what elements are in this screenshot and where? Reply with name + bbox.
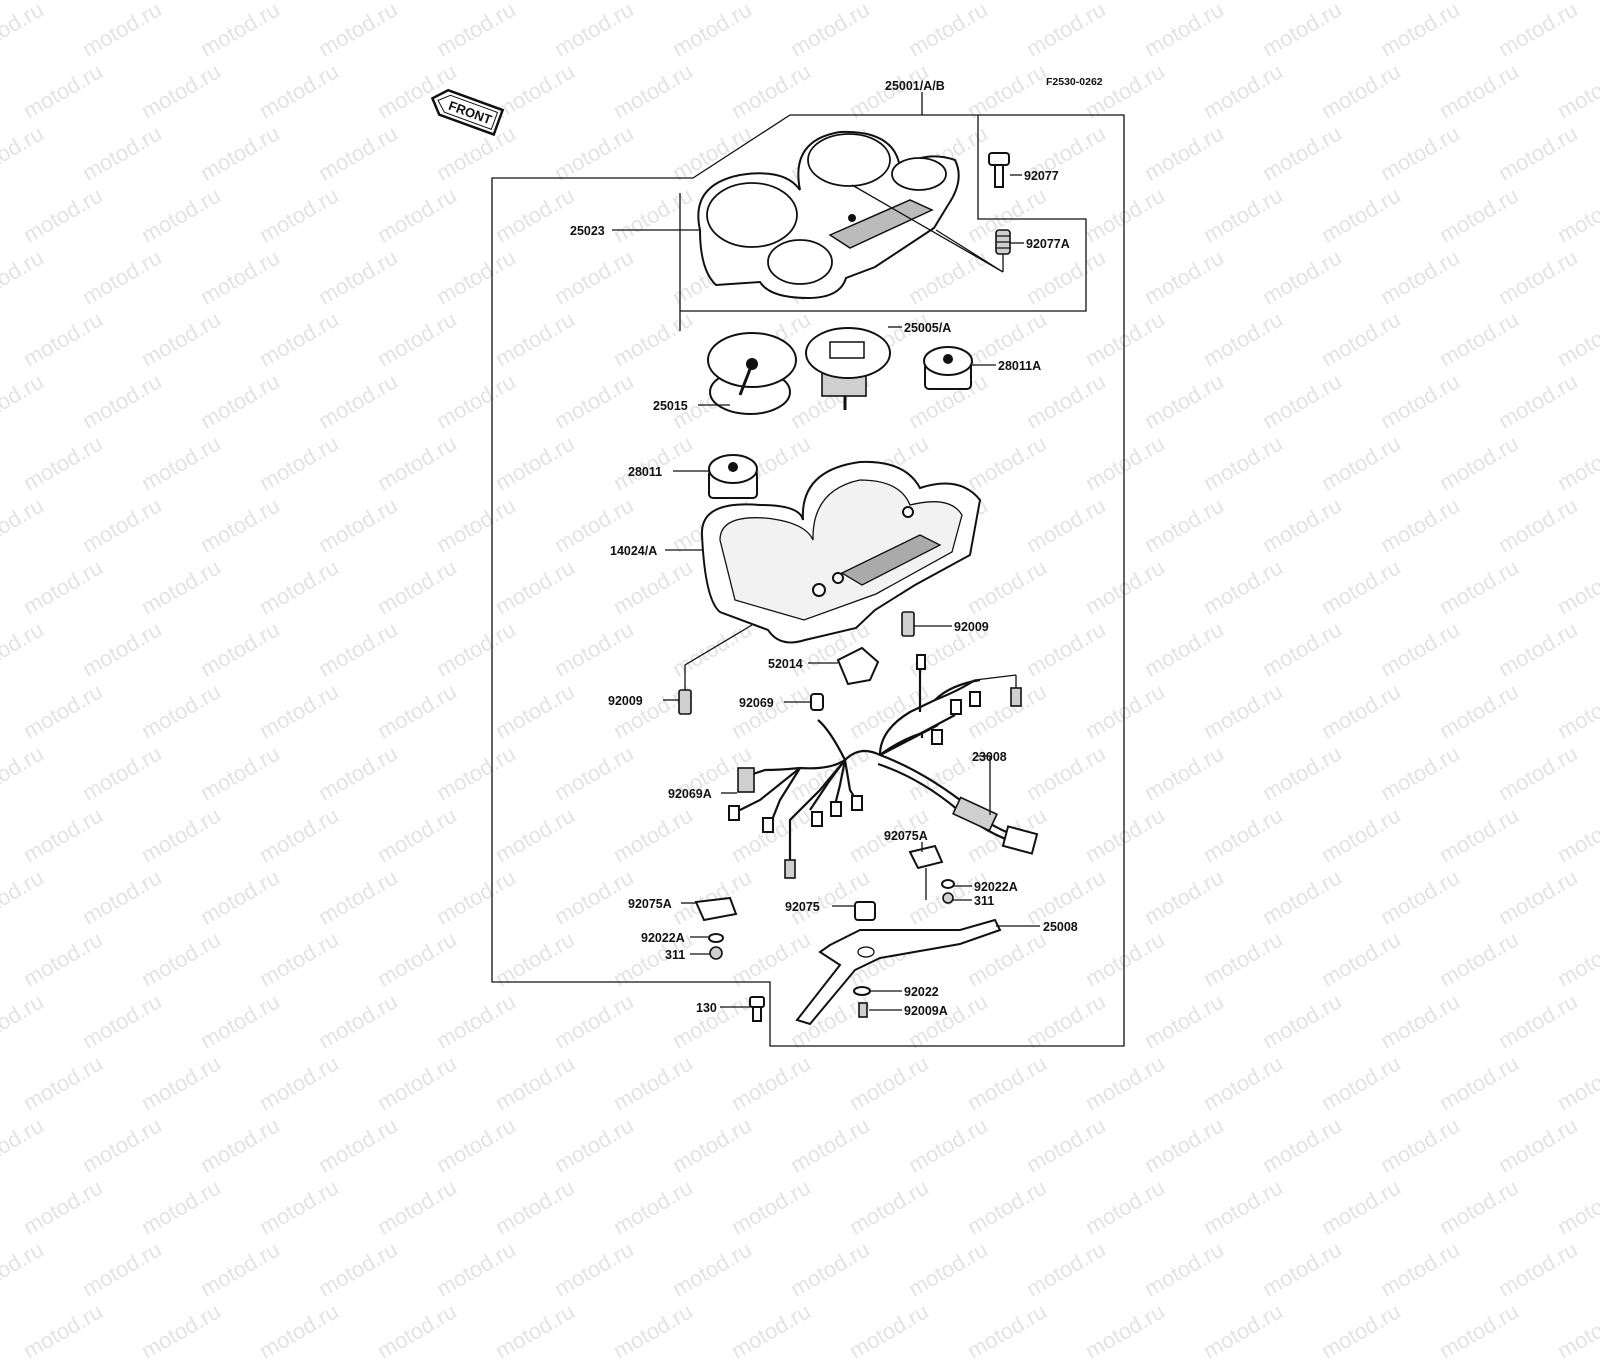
tachometer-part (707, 332, 797, 415)
screw-92077-part (988, 152, 1010, 188)
label-92069: 92069 (739, 696, 774, 710)
watermark-text: motod.ru (1022, 1236, 1110, 1302)
diagram-canvas: F2530-0262 FRONT (430, 76, 1125, 1047)
label-28011a: 28011A (998, 359, 1041, 373)
label-92009-right: 92009 (954, 620, 989, 634)
watermark-text: motod.ru (668, 1236, 756, 1302)
watermark-text: motod.ru (137, 1298, 225, 1364)
label-92077: 92077 (1024, 169, 1059, 183)
watermark-text: motod.ru (255, 1298, 343, 1364)
watermark-text: motod.ru (1435, 1298, 1523, 1364)
label-14024a: 14024/A (610, 544, 657, 558)
grommet-92075a-right-part (908, 844, 955, 904)
speedometer-part (805, 327, 891, 410)
label-92022: 92022 (904, 985, 939, 999)
label-25015: 25015 (653, 399, 688, 413)
label-28011: 28011 (628, 465, 662, 479)
bolt-92009-right-part (901, 611, 915, 637)
gauge-28011-part (708, 454, 758, 499)
watermark-text: motod.ru (1376, 1236, 1464, 1302)
label-92075a-left: 92075A (628, 897, 672, 911)
mounting-bracket-part (795, 901, 1002, 1026)
label-25005a: 25005/A (904, 321, 951, 335)
watermark-text: motod.ru (1140, 1236, 1228, 1302)
watermark-text: motod.ru (845, 1298, 933, 1364)
label-92022a-right: 92022A (974, 880, 1018, 894)
nut-92077a-part (995, 229, 1011, 255)
watermark-text: motod.ru (314, 1236, 402, 1302)
watermark-text: motod.ru (0, 1236, 48, 1302)
watermark-text: motod.ru (1317, 1298, 1405, 1364)
label-25023: 25023 (570, 224, 605, 238)
watermark-text: motod.ru (1081, 1298, 1169, 1364)
label-92022a-left: 92022A (641, 931, 685, 945)
sub-assembly-outline (679, 115, 1087, 331)
label-92075: 92075 (785, 900, 820, 914)
watermark-text: motod.ru (963, 1298, 1051, 1364)
wiring-harness-part (728, 654, 1039, 879)
watermark-text: motod.ru (491, 1298, 579, 1364)
watermark-text: motod.ru (432, 1236, 520, 1302)
diagram-code: F2530-0262 (1046, 76, 1103, 88)
front-arrow-icon: FRONT (430, 88, 505, 137)
watermark-text: motod.ru (373, 1298, 461, 1364)
label-25008: 25008 (1043, 920, 1078, 934)
watermark-text: motod.ru (196, 1236, 284, 1302)
assembly-outline (491, 114, 1125, 1047)
watermark-text: motod.ru (1258, 1236, 1346, 1302)
label-92075a-right: 92075A (884, 829, 928, 843)
label-52014: 52014 (768, 657, 803, 671)
watermark-text: motod.ru (19, 1298, 107, 1364)
bulb-92069-part (810, 693, 824, 711)
label-92069a: 92069A (668, 787, 712, 801)
grommet-92075a-left-part (694, 896, 738, 960)
screw-130-part (749, 996, 765, 1022)
part-labels: 25001/A/B 92077 92077A 25023 25005/A 280… (570, 79, 1078, 1018)
label-311-left: 311 (665, 948, 685, 962)
watermark-text: motod.ru (550, 1236, 638, 1302)
watermark-text: motod.ru (609, 1298, 697, 1364)
label-92009a: 92009A (904, 1004, 948, 1018)
sensor-52014-part (836, 646, 880, 686)
watermark-text: motod.ru (1199, 1298, 1287, 1364)
meter-cover-part (697, 130, 960, 300)
watermark-text: motod.ru (904, 1236, 992, 1302)
meter-case-part (700, 460, 982, 644)
watermark-text: motod.ru (1494, 1236, 1582, 1302)
watermark-text: motod.ru (786, 1236, 874, 1302)
bolt-92009-left-part (678, 689, 692, 715)
label-130: 130 (696, 1001, 717, 1015)
label-92077a: 92077A (1026, 237, 1070, 251)
label-92009-left: 92009 (608, 694, 643, 708)
watermark-text: motod.ru (727, 1298, 815, 1364)
leader-lines (612, 92, 1040, 1011)
gauge-28011a-part (923, 346, 973, 390)
label-311-right: 311 (974, 894, 994, 908)
watermark-text: motod.ru (1553, 1298, 1600, 1364)
label-23008: 23008 (972, 750, 1007, 764)
label-25001: 25001/A/B (885, 79, 945, 93)
watermark-text: motod.ru (78, 1236, 166, 1302)
